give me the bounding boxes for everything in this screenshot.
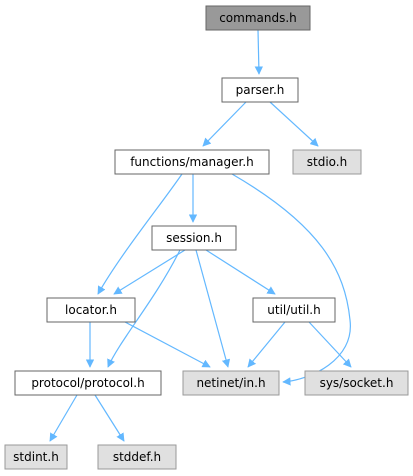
edge-locator-netinet bbox=[124, 321, 211, 368]
node-label-parser: parser.h bbox=[236, 83, 285, 97]
node-stdio[interactable]: stdio.h bbox=[292, 149, 362, 175]
edge-util-netinet bbox=[247, 321, 286, 368]
edge-commands-parser bbox=[254, 29, 264, 75]
node-box-netinet bbox=[182, 370, 280, 396]
edge-manager-locator bbox=[97, 173, 183, 295]
node-parser[interactable]: parser.h bbox=[221, 77, 299, 103]
node-label-util: util/util.h bbox=[267, 303, 320, 317]
node-session[interactable]: session.h bbox=[151, 225, 237, 251]
node-box-stddef bbox=[97, 444, 177, 470]
node-box-session bbox=[151, 225, 237, 251]
node-box-locator bbox=[46, 297, 136, 323]
node-commands[interactable]: commands.h bbox=[205, 5, 311, 31]
edge-session-protocol bbox=[107, 249, 181, 368]
node-stdint[interactable]: stdint.h bbox=[4, 444, 68, 470]
node-label-stddef: stddef.h bbox=[113, 450, 161, 464]
node-box-commands bbox=[205, 5, 311, 31]
node-label-stdint: stdint.h bbox=[13, 450, 59, 464]
edges-layer bbox=[49, 29, 352, 442]
node-box-parser bbox=[221, 77, 299, 103]
node-util[interactable]: util/util.h bbox=[252, 297, 336, 323]
node-label-locator: locator.h bbox=[65, 303, 117, 317]
node-label-stdio: stdio.h bbox=[307, 155, 347, 169]
node-label-protocol: protocol/protocol.h bbox=[31, 376, 144, 390]
edge-util-socket bbox=[308, 321, 352, 368]
node-box-protocol bbox=[14, 370, 162, 396]
node-label-manager: functions/manager.h bbox=[130, 155, 254, 169]
node-box-stdio bbox=[292, 149, 362, 175]
node-label-commands: commands.h bbox=[219, 11, 297, 25]
edge-parser-manager bbox=[202, 101, 247, 147]
node-box-util bbox=[252, 297, 336, 323]
edge-protocol-stdint bbox=[49, 394, 78, 442]
node-box-manager bbox=[114, 149, 270, 175]
node-box-socket bbox=[304, 370, 409, 396]
node-socket[interactable]: sys/socket.h bbox=[304, 370, 409, 396]
node-label-socket: sys/socket.h bbox=[320, 376, 394, 390]
node-label-netinet: netinet/in.h bbox=[196, 376, 265, 390]
edge-session-locator bbox=[113, 249, 186, 295]
edge-session-netinet bbox=[195, 249, 231, 368]
node-stddef[interactable]: stddef.h bbox=[97, 444, 177, 470]
node-box-stdint bbox=[4, 444, 68, 470]
edge-parser-stdio bbox=[269, 101, 319, 147]
node-manager[interactable]: functions/manager.h bbox=[114, 149, 270, 175]
edge-session-util bbox=[205, 249, 276, 295]
node-protocol[interactable]: protocol/protocol.h bbox=[14, 370, 162, 396]
node-locator[interactable]: locator.h bbox=[46, 297, 136, 323]
node-netinet[interactable]: netinet/in.h bbox=[182, 370, 280, 396]
node-label-session: session.h bbox=[166, 231, 222, 245]
edge-protocol-stddef bbox=[94, 394, 125, 442]
nodes-layer: commands.h parser.h stdio.h functions/manag… bbox=[4, 5, 409, 470]
